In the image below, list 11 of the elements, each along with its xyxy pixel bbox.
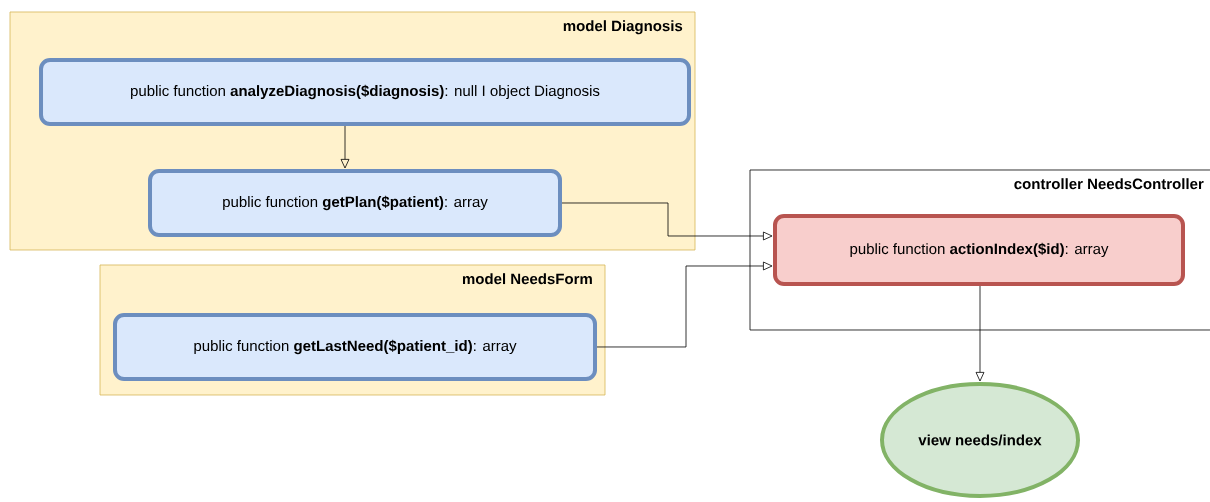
method-box: public function analyzeDiagnosis($diagnosis): null I object Diagnosis (39, 58, 691, 126)
package-title: model NeedsForm (462, 273, 592, 285)
method-box: public function actionIndex($id): array (773, 214, 1185, 286)
arrow (340, 125, 350, 169)
package-title: controller NeedsController (1014, 178, 1204, 190)
arrow (596, 261, 773, 348)
arrow (975, 285, 985, 382)
method-box: public function getPlan($patient): array (148, 169, 562, 237)
arrow (561, 202, 773, 241)
method-box: public function getLastNeed($patient_id): array (113, 313, 597, 381)
package-title: model Diagnosis (563, 20, 683, 35)
